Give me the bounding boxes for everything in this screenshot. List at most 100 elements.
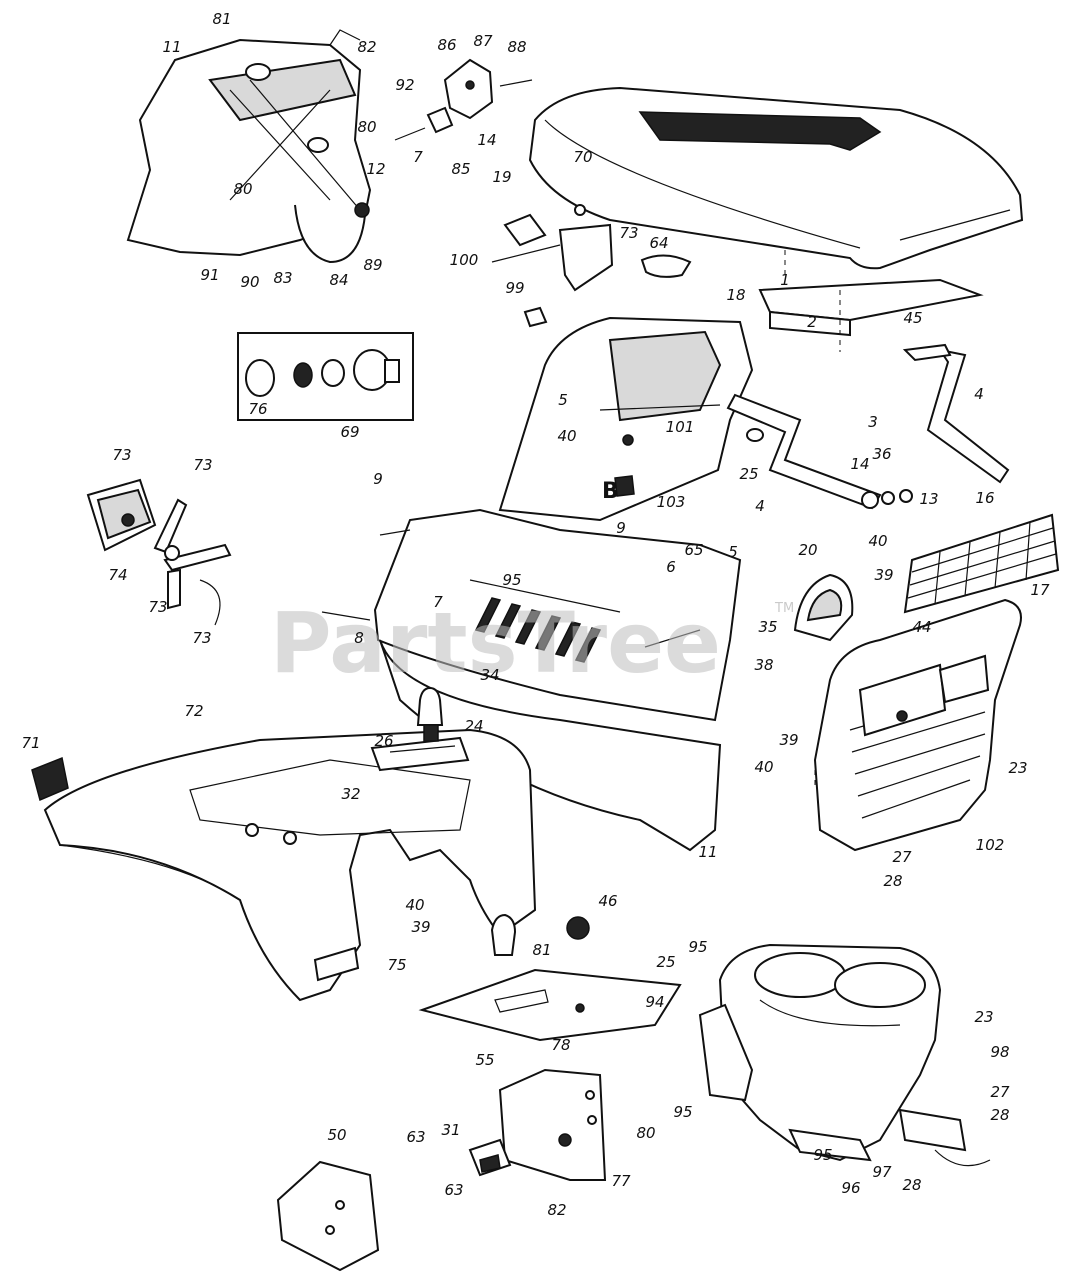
callout-25: 25 [656, 953, 675, 971]
callout-73: 73 [112, 446, 131, 464]
callout-44: 44 [912, 618, 931, 636]
mounting-bracket-50 [276, 1160, 380, 1272]
callout-20: 20 [798, 541, 817, 559]
callout-39: 39 [411, 918, 430, 936]
callout-65: 65 [684, 541, 703, 559]
callout-95: 95 [688, 938, 707, 956]
hood-1 [528, 86, 1024, 275]
callout-83: 83 [273, 269, 292, 287]
bolt-callout-b: B [602, 479, 619, 504]
callout-72: 72 [184, 702, 203, 720]
hood-latch-parts [491, 204, 692, 328]
switch-34 [416, 686, 444, 742]
knob-46 [566, 916, 590, 940]
callout-28: 28 [902, 1176, 921, 1194]
ignition-switch-inset [237, 332, 414, 421]
callout-24: 24 [464, 717, 483, 735]
callout-11: 11 [162, 38, 181, 56]
callout-32: 32 [341, 785, 360, 803]
rear-fender-72 [43, 728, 537, 1002]
callout-40: 40 [405, 896, 424, 914]
callout-95: 95 [813, 1146, 832, 1164]
callout-74: 74 [108, 566, 127, 584]
callout-46: 46 [598, 892, 617, 910]
callout-100: 100 [450, 251, 479, 269]
callout-25: 25 [739, 465, 758, 483]
callout-35: 35 [758, 618, 777, 636]
dash-support-assembly [126, 29, 372, 264]
callout-64: 64 [649, 234, 668, 252]
callout-75: 75 [387, 956, 406, 974]
callout-7: 7 [413, 148, 423, 166]
floor-plate-55 [418, 968, 682, 1042]
front-dash-lower-panel [321, 508, 742, 852]
callout-63: 63 [444, 1181, 463, 1199]
panel-louvres [474, 597, 602, 663]
throttle-control-parts [86, 478, 232, 626]
callout-2: 2 [807, 313, 817, 331]
callout-38: 38 [754, 656, 773, 674]
callout-85: 85 [451, 160, 470, 178]
callout-14: 14 [477, 131, 496, 149]
callout-40: 40 [868, 532, 887, 550]
callout-94: 94 [645, 993, 664, 1011]
callout-82: 82 [547, 1201, 566, 1219]
callout-40: 40 [754, 758, 773, 776]
mounting-bracket-78 [468, 1068, 607, 1181]
callout-39: 39 [779, 731, 798, 749]
front-nose-17 [813, 598, 1022, 852]
callout-97: 97 [872, 1163, 892, 1181]
callout-71: 71 [21, 734, 40, 752]
steering-bracket-86-87 [394, 58, 533, 141]
callout-13: 13 [919, 490, 938, 508]
callout-73: 73 [619, 224, 638, 242]
callout-92: 92 [395, 76, 414, 94]
callout-77: 77 [611, 1172, 631, 1190]
callout-9: 9 [373, 470, 383, 488]
callout-101: 101 [666, 418, 695, 436]
callout-55: 55 [475, 1051, 494, 1069]
callout-45: 45 [903, 309, 922, 327]
callout-91: 91 [200, 266, 219, 284]
callout-5: 5 [558, 391, 568, 409]
callout-36: 36 [872, 445, 891, 463]
callout-80: 80 [357, 118, 376, 136]
callout-34: 34 [480, 666, 499, 684]
callout-3: 3 [868, 413, 878, 431]
callout-40: 40 [557, 427, 576, 445]
callout-95: 95 [502, 571, 521, 589]
reflector-71 [31, 756, 69, 802]
callout-17: 17 [1030, 581, 1050, 599]
callout-31: 31 [441, 1121, 460, 1139]
dash-panel-18: B [498, 316, 754, 522]
watermark-text: PartsTree [270, 594, 721, 692]
callout-1: 1 [780, 271, 790, 289]
callout-73: 73 [148, 598, 167, 616]
callout-95: 95 [673, 1103, 692, 1121]
callout-81: 81 [212, 10, 231, 28]
callout-87: 87 [473, 32, 493, 50]
watermark-trademark: TM [774, 601, 794, 616]
callout-96: 96 [841, 1179, 860, 1197]
callout-88: 88 [507, 38, 526, 56]
callout-78: 78 [551, 1036, 570, 1054]
callout-4: 4 [755, 497, 765, 515]
callout-28: 28 [883, 872, 902, 890]
callout-39: 39 [874, 566, 893, 584]
callout-27: 27 [990, 1083, 1010, 1101]
grille-screen-16 [903, 513, 1060, 614]
callout-28: 28 [990, 1106, 1009, 1124]
callout-19: 19 [492, 168, 511, 186]
callout-8: 8 [354, 629, 364, 647]
callout-89: 89 [363, 256, 382, 274]
callout-86: 86 [437, 36, 456, 54]
frame-rails-4 [726, 343, 1010, 510]
callout-18: 18 [726, 286, 745, 304]
callout-73: 73 [192, 629, 211, 647]
callout-80: 80 [636, 1124, 655, 1142]
callout-26: 26 [374, 732, 393, 750]
support-bracket-2 [758, 278, 984, 352]
callout-50: 50 [327, 1126, 346, 1144]
